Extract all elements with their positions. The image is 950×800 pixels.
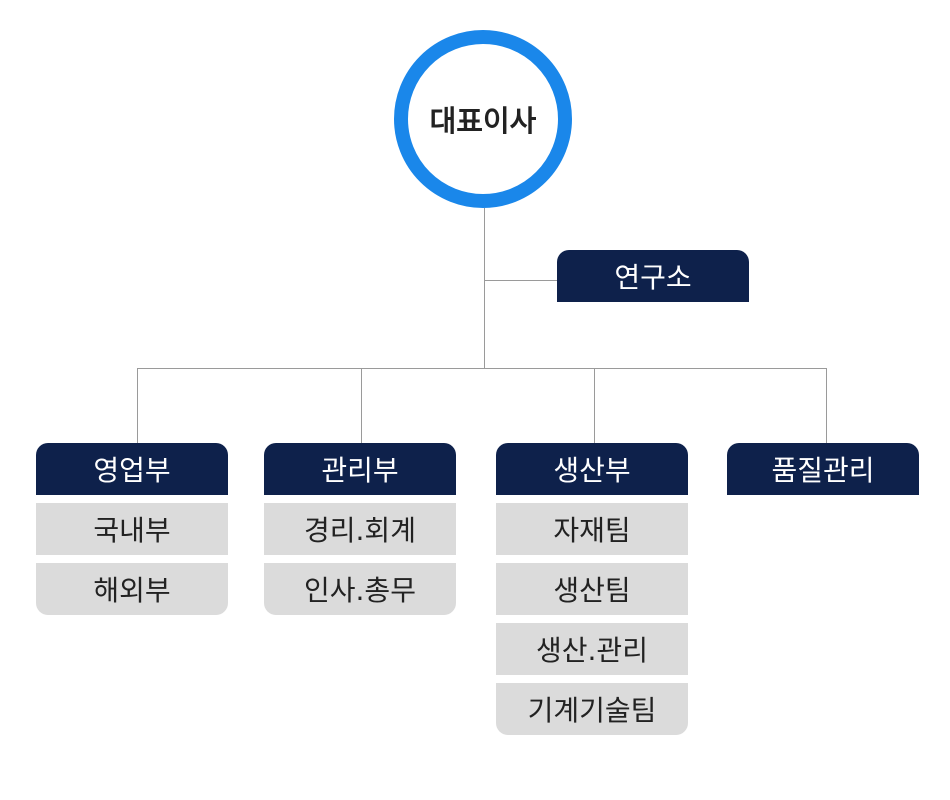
team-box: 경리.회계 [264, 503, 456, 555]
department-bus-line [137, 368, 827, 369]
team-box: 생산.관리 [496, 623, 688, 675]
department-admin-header: 관리부 [264, 443, 456, 495]
lab-branch-line [484, 280, 557, 281]
department-sales-header: 영업부 [36, 443, 228, 495]
ceo-trunk-line [484, 208, 485, 368]
team-label: 자재팀 [553, 514, 631, 547]
team-box: 생산팀 [496, 563, 688, 615]
team-label: 경리.회계 [304, 514, 416, 547]
team-label: 생산팀 [553, 574, 631, 607]
lab-node: 연구소 [557, 250, 749, 302]
team-label: 인사.총무 [304, 574, 416, 607]
team-label: 국내부 [93, 514, 171, 547]
ceo-node: 대표이사 [394, 30, 572, 208]
team-box: 국내부 [36, 503, 228, 555]
team-label: 기계기술팀 [527, 694, 657, 727]
team-box: 인사.총무 [264, 563, 456, 615]
team-label: 해외부 [93, 574, 171, 607]
department-quality-header: 품질관리 [727, 443, 919, 495]
team-box: 자재팀 [496, 503, 688, 555]
department-label: 생산부 [553, 454, 631, 487]
quality-drop-line [826, 368, 827, 444]
production-drop-line [594, 368, 595, 444]
admin-drop-line [361, 368, 362, 444]
department-production-header: 생산부 [496, 443, 688, 495]
department-label: 관리부 [321, 454, 399, 487]
department-label: 영업부 [93, 454, 171, 487]
team-box: 기계기술팀 [496, 683, 688, 735]
lab-label: 연구소 [614, 261, 692, 294]
department-label: 품질관리 [771, 454, 875, 487]
sales-drop-line [137, 368, 138, 444]
team-label: 생산.관리 [536, 634, 648, 667]
team-box: 해외부 [36, 563, 228, 615]
ceo-label: 대표이사 [429, 104, 537, 138]
